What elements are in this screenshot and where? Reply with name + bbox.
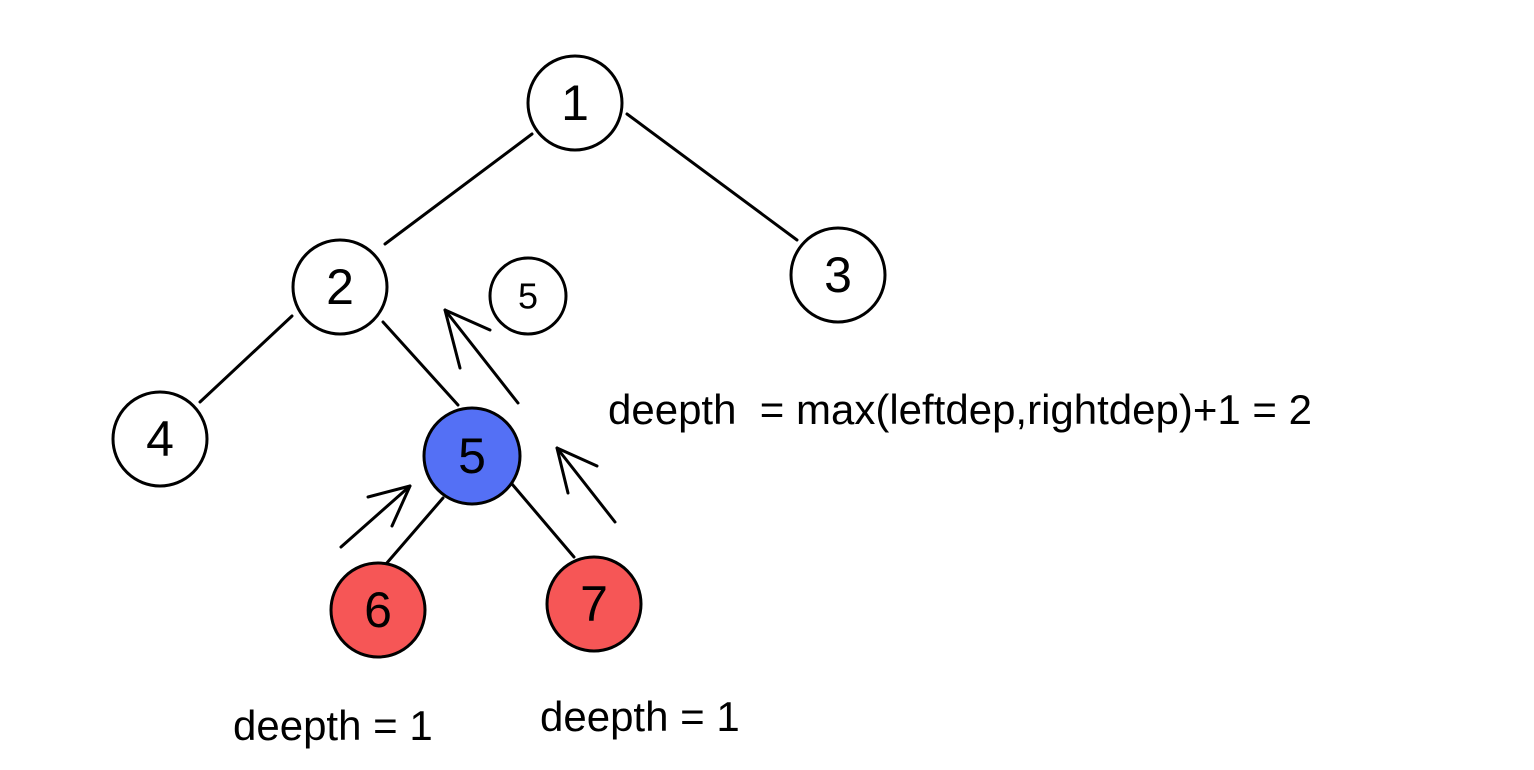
deepth-right-leaf-annotation: deepth = 1 xyxy=(540,693,740,740)
tree-node-4: 4 xyxy=(111,390,209,488)
node-label: 4 xyxy=(146,411,174,467)
node-circle xyxy=(329,561,427,659)
node-circle xyxy=(291,238,389,336)
node-label: 6 xyxy=(364,582,392,638)
badge-label: 5 xyxy=(518,276,538,317)
edge-5-6 xyxy=(384,496,445,566)
return-arrow-from-5 xyxy=(443,308,520,405)
return-value-badge: 5 xyxy=(488,256,568,336)
return-arrow-from-6 xyxy=(339,484,412,549)
tree-node-7: 7 xyxy=(545,555,643,653)
tree-node-5: 5 xyxy=(422,406,522,506)
edge-1-2 xyxy=(383,132,534,246)
node-circle xyxy=(545,555,643,653)
node-circle xyxy=(422,406,522,506)
tree-node-1: 1 xyxy=(526,54,624,152)
tree-node-3: 3 xyxy=(789,226,887,324)
node-label: 2 xyxy=(326,259,354,315)
tree-node-2: 2 xyxy=(291,238,389,336)
deepth-formula-annotation: deepth = max(leftdep,rightdep)+1 = 2 xyxy=(608,386,1312,433)
node-label: 3 xyxy=(824,247,852,303)
badge-circle xyxy=(488,256,568,336)
node-circle xyxy=(111,390,209,488)
node-label: 1 xyxy=(561,75,589,131)
edge-5-7 xyxy=(510,482,576,559)
node-circle xyxy=(789,226,887,324)
deepth-left-leaf-annotation: deepth = 1 xyxy=(233,702,433,749)
return-arrow-from-7 xyxy=(555,446,617,524)
edge-2-4 xyxy=(198,314,294,404)
edge-2-5 xyxy=(381,320,460,407)
tree-node-6: 6 xyxy=(329,561,427,659)
node-label: 5 xyxy=(458,428,486,484)
edge-1-3 xyxy=(625,112,799,242)
node-circle xyxy=(526,54,624,152)
node-label: 7 xyxy=(580,576,608,632)
